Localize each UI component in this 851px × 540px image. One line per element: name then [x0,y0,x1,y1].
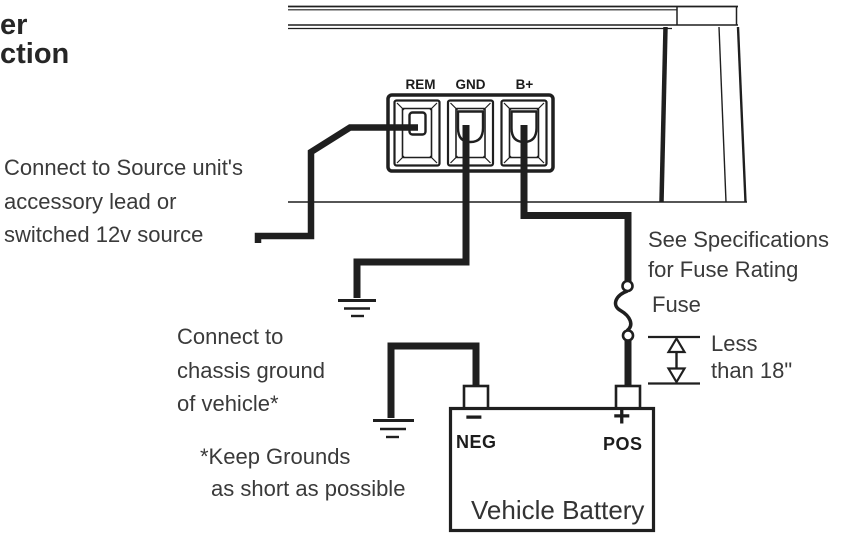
terminal-bevel-line [483,155,491,164]
terminal-rem-clamp [408,111,427,136]
battery-neg-label: NEG [456,432,497,452]
fuse-label: Fuse [652,292,701,317]
terminal-outer [446,99,495,167]
amp-side-panel-mid [718,26,727,203]
terminal-bevel-frame [455,107,486,159]
terminal-bevel-line [536,102,545,111]
battery-neg-ground-wire [387,342,480,418]
terminal-bevel-line [429,102,438,111]
vehicle-battery [448,384,656,533]
terminal-block-housing [386,93,555,173]
terminal-bevel-frame [401,107,433,159]
less-than-18-note: Less than 18" [711,331,793,383]
fuse-element [613,289,633,333]
terminal-bevel-line [536,155,545,164]
page-title-fragment: er ction [0,9,70,70]
terminal-bevel-line [396,102,405,111]
amp-side-panel-left [659,26,668,203]
terminal-label-bplus: B+ [515,77,534,92]
fuse-end-cap [621,279,634,293]
fuse-end-cap [621,329,635,342]
terminal-bevel-line [503,155,512,164]
terminal-bevel-line [396,155,405,164]
remote-wire-note: Connect to Source unit's accessory lead … [4,155,244,247]
terminal-gnd-clamp [456,110,485,144]
remote-turn-on-wire [254,124,418,243]
battery-name-label: Vehicle Battery [471,495,645,525]
battery-pos-symbol: + [613,400,631,433]
terminal-rem [393,99,441,167]
terminal-bevel-line [429,155,438,164]
terminal-bevel-line [503,102,512,111]
terminal-label-gnd: GND [455,77,486,92]
bplus-wire-upper [520,125,632,281]
keep-grounds-note-line2: as short as possible [211,476,406,501]
keep-grounds-note-line1: *Keep Grounds [200,444,351,469]
terminal-bevel-line [450,102,458,111]
power-terminal-block [386,93,555,173]
ground-wire [353,125,470,298]
battery-pos-label: POS [603,434,643,454]
battery-case [448,406,656,533]
chassis-ground-icon [373,419,414,439]
terminal-bevel-line [450,155,458,164]
terminal-label-rem: REM [405,77,436,92]
terminal-gnd [446,99,495,167]
fuse-spec-note: See Specifications for Fuse Rating [648,227,829,282]
terminal-bevel-line [483,102,491,111]
chassis-ground-icon [338,299,376,318]
amp-chassis [288,5,747,203]
battery-neg-symbol: − [465,401,483,434]
dimension-arrowhead-up [666,336,687,354]
chassis-ground-note: Connect to chassis ground of vehicle* [177,324,325,416]
dimension-arrowhead-down [666,367,687,385]
terminal-outer [393,99,441,167]
inline-fuse-icon [613,279,635,342]
length-dimension [648,335,700,385]
amp-side-panel-right [736,26,747,203]
